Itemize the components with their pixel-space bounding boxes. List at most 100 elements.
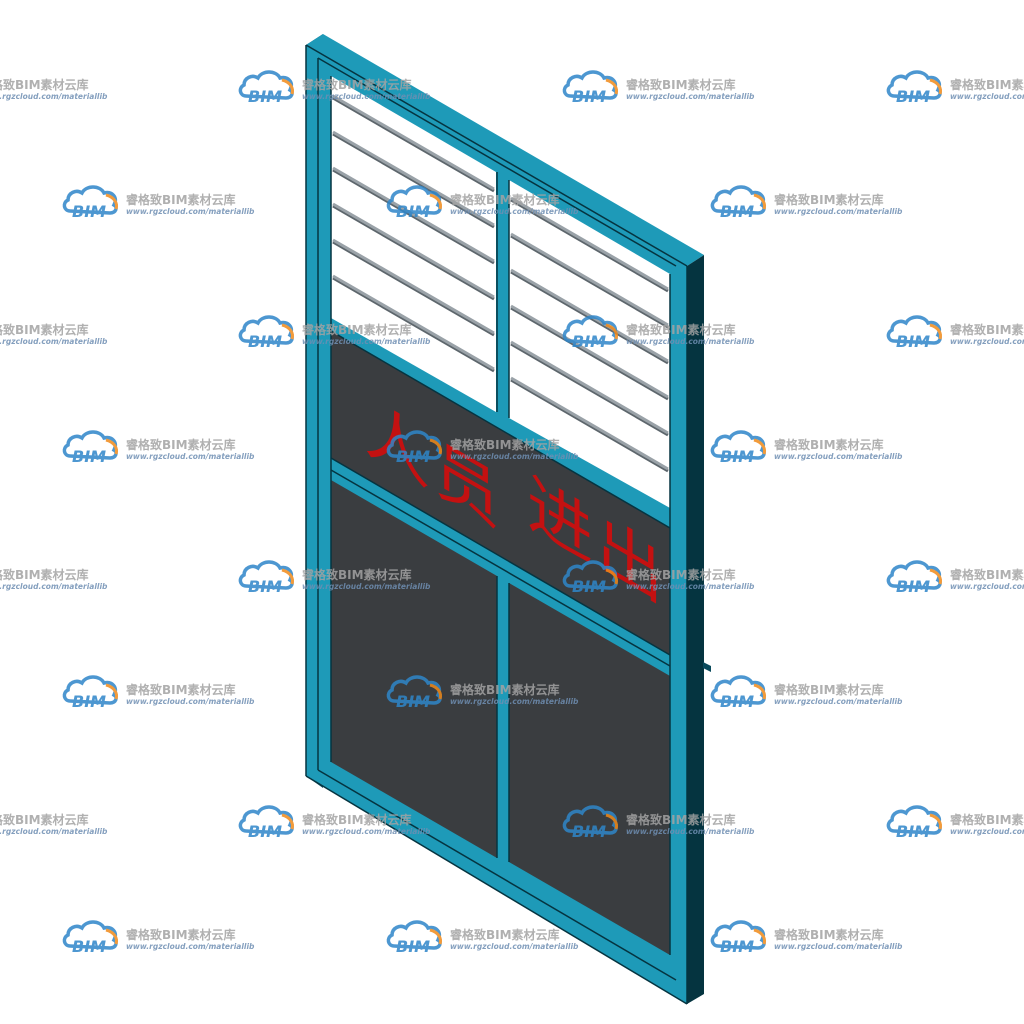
frame-edge-line xyxy=(330,330,671,529)
watermark-logo-text: BIM xyxy=(248,87,282,106)
window-bar xyxy=(510,304,669,399)
watermark-title: 睿格致BIM素材云库 xyxy=(950,77,1024,92)
watermark-logo-text: BIM xyxy=(396,937,430,956)
window-bar-shadow xyxy=(332,132,495,229)
window-bar-shadow xyxy=(332,240,495,337)
watermark-title: 睿格致BIM素材云库 xyxy=(302,77,412,92)
watermark-title: 睿格致BIM素材云库 xyxy=(450,192,560,207)
watermark-url: www.rgzcloud.com/materiallib xyxy=(450,697,579,706)
watermark-stamp: BIM睿格致BIM素材云库www.rgzcloud.com/materialli… xyxy=(710,185,903,221)
watermark-stamp: BIM睿格致BIM素材云库www.rgzcloud.com/materialli… xyxy=(386,185,579,221)
watermark-title: 睿格致BIM素材云库 xyxy=(126,437,236,452)
watermark-url: www.rgzcloud.com/materiallib xyxy=(0,92,108,101)
window-bar xyxy=(510,268,669,363)
door-panel-lower-right xyxy=(509,583,670,955)
watermark-stamp: BIM 睿格致BIM素材云库www.rgzcloud.com/materialli… xyxy=(238,805,431,841)
door-frame-edges xyxy=(305,44,688,1005)
watermark-logo-text: BIM xyxy=(396,692,430,711)
watermark-logo-text: BIM xyxy=(896,87,930,106)
cloud-accent-icon xyxy=(105,438,118,455)
watermark-stamp: BIM睿格致BIM素材云库www.rgzcloud.com/materialli… xyxy=(710,430,903,466)
watermark-logo-text: BIM xyxy=(720,937,754,956)
window-bar-shadow xyxy=(510,234,669,329)
watermark-title: 睿格致BIM素材云库 xyxy=(450,927,560,942)
watermark-stamp: BIM睿格致BIM素材云库www.rgzcloud.com/materialli… xyxy=(62,185,255,221)
watermark-title: 睿格致BIM素材云库 xyxy=(950,812,1024,827)
window-bar xyxy=(332,274,495,371)
watermark-title: 睿格致BIM素材云库 xyxy=(302,567,412,582)
cloud-accent-icon xyxy=(929,78,942,95)
watermark-title: 睿格致BIM素材云库 xyxy=(0,322,89,337)
watermark-url: www.rgzcloud.com/materiallib xyxy=(0,582,108,591)
watermark-title: 睿格致BIM素材云库 xyxy=(126,192,236,207)
watermark-url: www.rgzcloud.com/materiallib xyxy=(302,582,431,591)
cloud-accent-icon xyxy=(605,568,618,585)
cloud-accent-icon xyxy=(605,813,618,830)
watermark-url: www.rgzcloud.com/materiallib xyxy=(774,452,903,461)
cloud-accent-icon xyxy=(929,323,942,340)
cloud-accent-icon xyxy=(929,568,942,585)
watermark-url: www.rgzcloud.com/materiallib xyxy=(950,92,1024,101)
watermark-title: 睿格致BIM素材云库 xyxy=(0,567,89,582)
watermark-stamp: BIM睿格致BIM素材云库www.rgzcloud.com/materialli… xyxy=(62,675,255,711)
watermark-logo-text: BIM xyxy=(896,577,930,596)
door-window-right xyxy=(509,180,670,508)
watermark-title: 睿格致BIM素材云库 xyxy=(626,812,736,827)
window-bar-shadow xyxy=(332,168,495,265)
watermark-url: www.rgzcloud.com/materiallib xyxy=(626,337,755,346)
watermark-url: www.rgzcloud.com/materiallib xyxy=(950,582,1024,591)
window-bar xyxy=(332,94,495,191)
watermark-title: 睿格致BIM素材云库 xyxy=(0,812,89,827)
watermark-stamp: BIM睿格致BIM素材云库www.rgzcloud.com/materialli… xyxy=(0,77,108,101)
watermark-stamp: BIM睿格致BIM素材云库www.rgzcloud.com/materialli… xyxy=(710,920,903,956)
watermark-url: www.rgzcloud.com/materiallib xyxy=(626,827,755,836)
watermark-stamp: BIM睿格致BIM素材云库www.rgzcloud.com/materialli… xyxy=(0,812,108,836)
window-bar xyxy=(332,166,495,263)
cloud-accent-icon xyxy=(753,438,766,455)
window-bar xyxy=(332,238,495,335)
watermark-url: www.rgzcloud.com/materiallib xyxy=(626,582,755,591)
watermark-logo-text: BIM xyxy=(72,692,106,711)
door-panel-middle xyxy=(331,331,670,655)
cloud-accent-icon xyxy=(281,323,294,340)
watermark-title: 睿格致BIM素材云库 xyxy=(450,682,560,697)
watermark-title: 睿格致BIM素材云库 xyxy=(302,812,412,827)
watermark-logo-text: BIM xyxy=(248,577,282,596)
watermark-title: 睿格致BIM素材云库 xyxy=(302,322,412,337)
frame-edge-line xyxy=(330,469,671,667)
watermark-logo-text: BIM xyxy=(72,202,106,221)
watermark-title: 睿格致BIM素材云库 xyxy=(626,322,736,337)
door-frame-side-right xyxy=(687,255,704,1004)
watermark-stamp: BIM睿格致BIM素材云库www.rgzcloud.com/materialli… xyxy=(562,805,755,841)
watermark-title: 睿格致BIM素材云库 xyxy=(950,567,1024,582)
watermark-stamp: BIM 睿格致BIM素材云库www.rgzcloud.com/materialli… xyxy=(886,70,1024,106)
door-window-bars xyxy=(332,94,669,473)
cloud-accent-icon xyxy=(281,813,294,830)
watermark-url: www.rgzcloud.com/materiallib xyxy=(0,827,108,836)
cloud-accent-icon xyxy=(429,928,442,945)
door-model: 人员 进出 xyxy=(305,34,711,1005)
watermark-title: 睿格致BIM素材云库 xyxy=(774,927,884,942)
watermark-url: www.rgzcloud.com/materiallib xyxy=(450,452,579,461)
cloud-accent-icon xyxy=(105,683,118,700)
door-frame-side-top xyxy=(306,34,704,266)
watermark-logo-text: BIM xyxy=(248,822,282,841)
window-bar xyxy=(332,130,495,227)
window-bar-shadow xyxy=(332,96,495,193)
watermark-stamp: BIM睿格致BIM素材云库www.rgzcloud.com/materialli… xyxy=(62,920,255,956)
watermark-title: 睿格致BIM素材云库 xyxy=(950,322,1024,337)
window-bar xyxy=(510,376,669,471)
watermark-logo-text: BIM xyxy=(720,447,754,466)
watermark-logo-text: BIM xyxy=(720,202,754,221)
cloud-accent-icon xyxy=(281,78,294,95)
watermark-logo-text: BIM xyxy=(72,937,106,956)
cloud-accent-icon xyxy=(105,193,118,210)
watermark-title: 睿格致BIM素材云库 xyxy=(450,437,560,452)
watermark-stamp: BIM睿格致BIM素材云库www.rgzcloud.com/materialli… xyxy=(710,675,903,711)
watermark-url: www.rgzcloud.com/materiallib xyxy=(450,207,579,216)
watermark-url: www.rgzcloud.com/materiallib xyxy=(302,827,431,836)
watermark-stamp: BIM 睿格致BIM素材云库www.rgzcloud.com/materialli… xyxy=(886,560,1024,596)
cloud-accent-icon xyxy=(605,78,618,95)
watermark-title: 睿格致BIM素材云库 xyxy=(774,192,884,207)
